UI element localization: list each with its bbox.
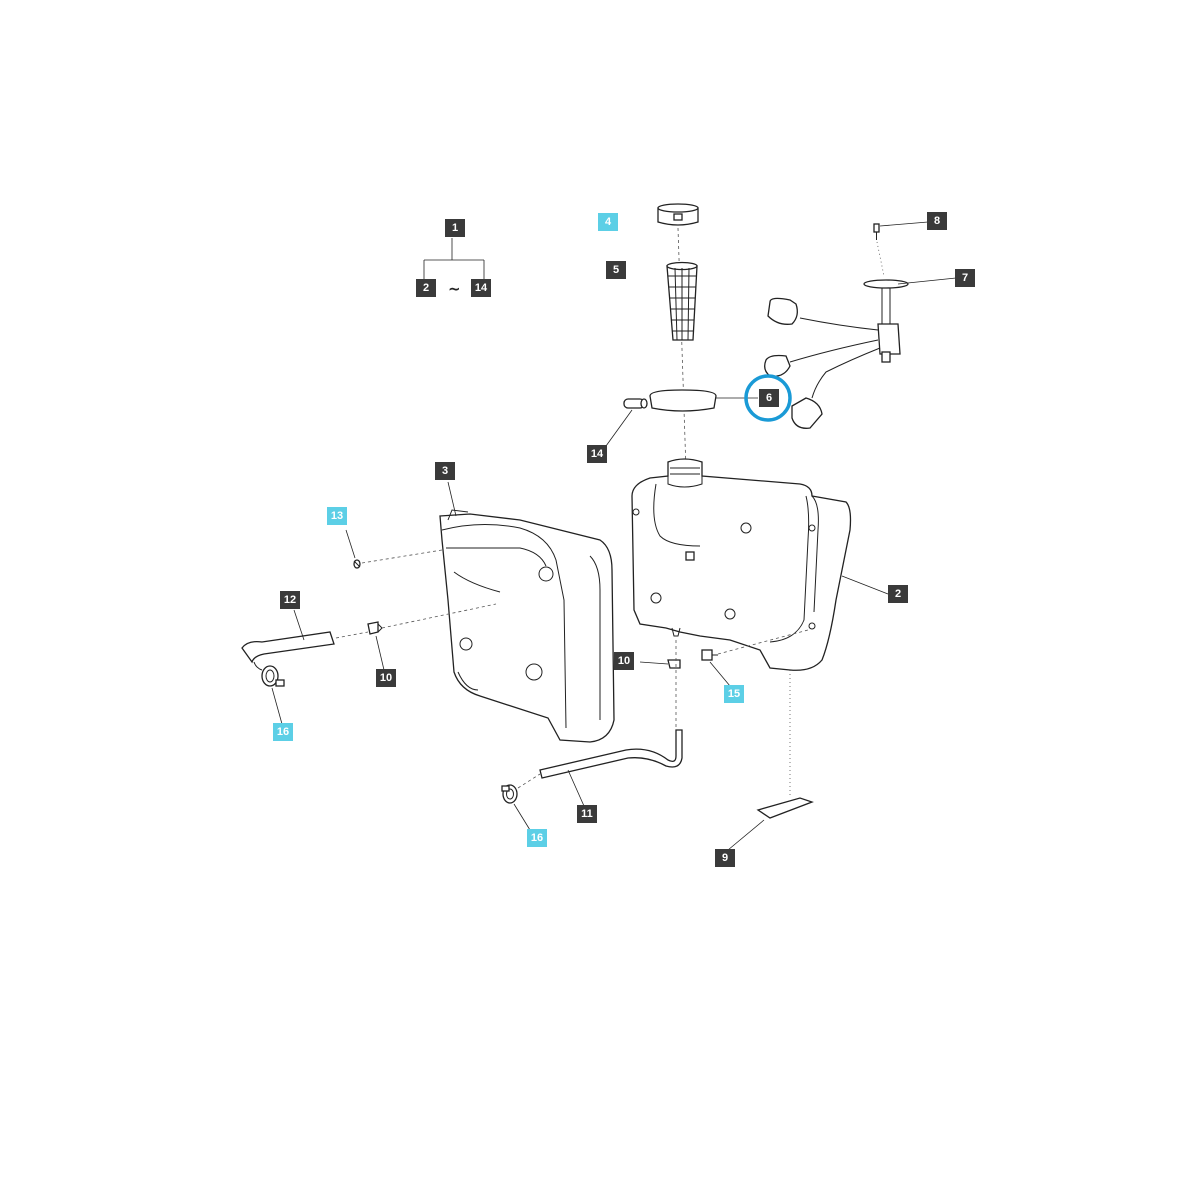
callout-10-right[interactable]: 10 [614,652,634,670]
callout-14-range-end[interactable]: 14 [471,279,491,297]
callout-2-range-start[interactable]: 2 [416,279,436,297]
fuel-pipe-part [539,729,683,779]
callout-6[interactable]: 6 [759,389,779,407]
strainer-part [666,261,698,341]
hose-clamp-left-part [261,665,285,687]
screw-part [873,223,880,240]
assembly-bracket [423,238,485,280]
hose-clamp-bottom-part [501,784,518,804]
tank-cover-part [439,509,615,743]
gasket-part [649,389,717,412]
callout-16-bottom[interactable]: 16 [527,829,547,847]
callout-1[interactable]: 1 [445,219,465,237]
clip-right-part [667,659,681,669]
short-tube-part [623,398,648,409]
callout-10-left[interactable]: 10 [376,669,396,687]
callout-5[interactable]: 5 [606,261,626,279]
callout-13[interactable]: 13 [327,507,347,525]
clip-left-part [367,621,383,635]
plug-part [353,559,361,569]
callout-7[interactable]: 7 [955,269,975,287]
vent-hose-part [241,631,335,671]
callout-12[interactable]: 12 [280,591,300,609]
callout-15[interactable]: 15 [724,685,744,703]
callout-9[interactable]: 9 [715,849,735,867]
callout-11[interactable]: 11 [577,805,597,823]
fuel-sender-part [764,279,909,429]
callout-2[interactable]: 2 [888,585,908,603]
pad-part [756,797,814,819]
range-tilde: ~ [448,280,461,298]
filler-axis-line [677,227,687,471]
callout-14[interactable]: 14 [587,445,607,463]
bolt-part [701,649,718,661]
highlight-ring [744,374,792,422]
callout-3[interactable]: 3 [435,462,455,480]
callout-16-left[interactable]: 16 [273,723,293,741]
filler-cap-part [657,203,699,226]
callout-4[interactable]: 4 [598,213,618,231]
callout-8[interactable]: 8 [927,212,947,230]
fuel-tank-part [631,458,852,671]
